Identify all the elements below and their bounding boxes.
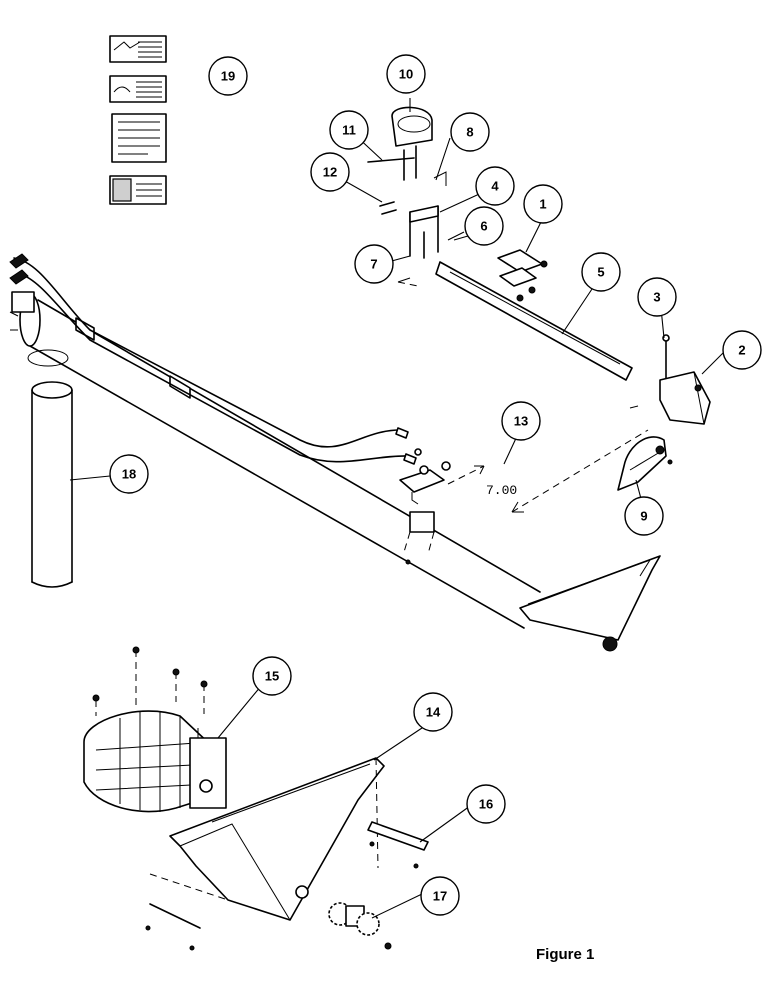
callout-5: 5 [581, 252, 621, 292]
callout-14: 14 [413, 692, 453, 732]
svg-text:6: 6 [480, 219, 487, 234]
callout-12: 12 [310, 152, 350, 192]
latch [617, 436, 673, 491]
svg-text:11: 11 [342, 123, 356, 138]
dimension-line [447, 429, 649, 513]
callout-4: 4 [475, 166, 515, 206]
figure-caption: Figure 1 [536, 946, 595, 963]
callout-2: 2 [722, 330, 762, 370]
svg-text:8: 8 [466, 125, 473, 140]
dimension-text: 7.00 [486, 483, 517, 498]
svg-text:13: 13 [514, 414, 528, 429]
callout-9: 9 [624, 496, 664, 536]
svg-text:1: 1 [539, 197, 546, 212]
decal-set [109, 35, 167, 205]
auger-tube [9, 291, 541, 629]
callout-13: 13 [501, 401, 541, 441]
svg-text:16: 16 [479, 797, 493, 812]
svg-text:3: 3 [653, 290, 660, 305]
svg-text:9: 9 [640, 509, 647, 524]
svg-text:18: 18 [122, 467, 136, 482]
strap [367, 821, 429, 869]
motor-assembly [83, 646, 227, 813]
svg-text:2: 2 [738, 343, 745, 358]
callout-18: 18 [109, 454, 149, 494]
hydraulic-hoses [9, 253, 417, 465]
svg-text:12: 12 [323, 165, 337, 180]
callout-10: 10 [386, 54, 426, 94]
pipe [31, 381, 73, 588]
callout-17: 17 [420, 876, 460, 916]
mount-hardware [367, 106, 469, 287]
rail [435, 261, 633, 381]
svg-text:14: 14 [426, 705, 441, 720]
callout-1: 1 [523, 184, 563, 224]
callout-11: 11 [329, 110, 369, 150]
svg-text:17: 17 [433, 889, 447, 904]
hopper [145, 757, 385, 951]
svg-text:4: 4 [491, 179, 499, 194]
svg-text:5: 5 [597, 265, 604, 280]
svg-text:15: 15 [265, 669, 279, 684]
callout-16: 16 [466, 784, 506, 824]
bearing [328, 902, 392, 950]
callout-19: 19 [208, 56, 248, 96]
callout-3: 3 [637, 277, 677, 317]
svg-text:10: 10 [399, 67, 413, 82]
callout-15: 15 [252, 656, 292, 696]
tube-bracket [403, 511, 435, 565]
plate [497, 249, 548, 302]
callout-8: 8 [450, 112, 490, 152]
svg-text:19: 19 [221, 69, 235, 84]
valve-assembly [399, 448, 451, 505]
callout-7: 7 [354, 244, 394, 284]
tube-hopper [519, 555, 661, 652]
callout-6: 6 [464, 206, 504, 246]
svg-text:7: 7 [370, 257, 377, 272]
pin-and-bracket [629, 334, 711, 425]
